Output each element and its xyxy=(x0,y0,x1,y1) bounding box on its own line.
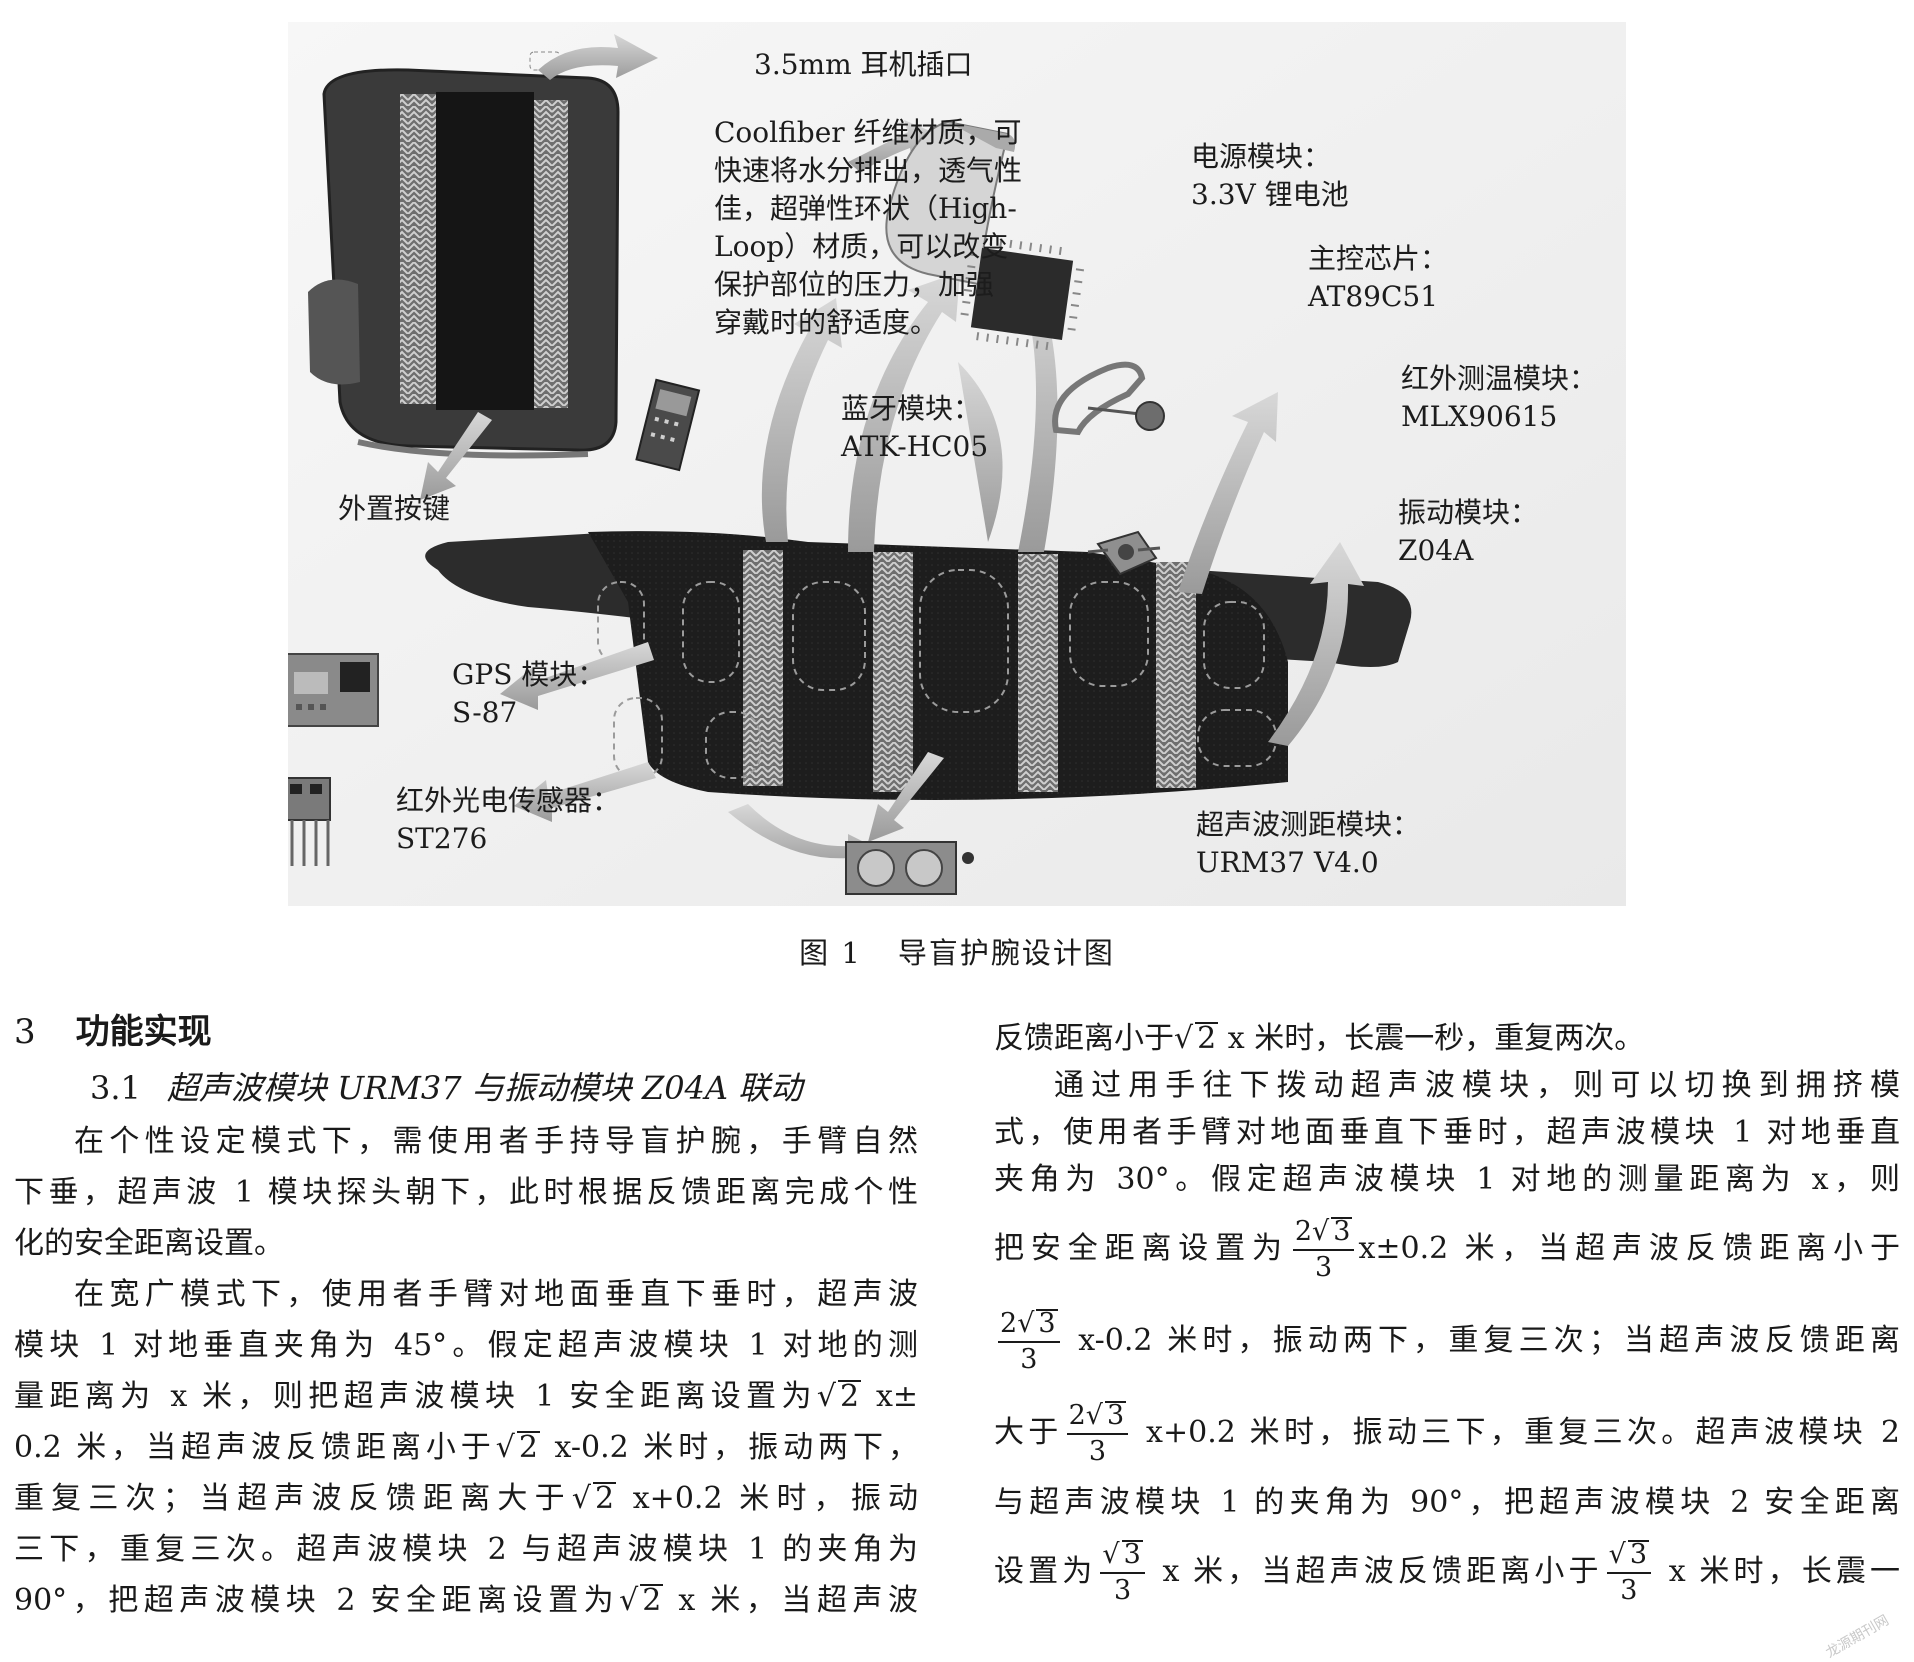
flow-arrows xyxy=(420,34,1364,872)
label-earphone-jack: 3.5mm 耳机插口 xyxy=(754,48,973,81)
paragraph-line: 与超声波模块 1 的夹角为 90°，把超声波模块 2 安全距离 xyxy=(994,1485,1900,1520)
paragraph-line: 在宽广模式下，使用者手臂对地面垂直下垂时，超声波 xyxy=(74,1277,918,1312)
figure-caption: 图 1 导盲护腕设计图 xyxy=(0,930,1914,972)
label-infrared-thermometer: 红外测温模块： MLX90615 xyxy=(1401,362,1598,433)
label-bluetooth-module: 蓝牙模块： ATK-HC05 xyxy=(841,392,989,463)
bluetooth-module-icon xyxy=(635,378,701,472)
label-coolfiber-material: Coolfiber 纤维材质，可 快速将水分排出，透气性 佳，超弹性环状（Hig… xyxy=(714,116,1023,339)
vibration-motor-icon xyxy=(1087,530,1161,576)
paragraph-line: 反馈距离小于√2 x 米时，长震一秒，重复两次。 xyxy=(994,1021,1645,1056)
paragraph-line: 90°，把超声波模块 2 安全距离设置为√2 x 米，当超声波 xyxy=(14,1583,918,1618)
figure-illustration xyxy=(288,22,1626,906)
ir-sensor-icon xyxy=(288,777,331,866)
label-vibration-module: 振动模块： Z04A xyxy=(1398,496,1539,567)
paragraph-line: 式，使用者手臂对地面垂直下垂时，超声波模块 1 对地垂直 xyxy=(994,1115,1900,1150)
paragraph-line: 通过用手往下拨动超声波模块，则可以切换到拥挤模 xyxy=(1054,1068,1900,1103)
label-gps-module: GPS 模块： S-87 xyxy=(452,658,606,729)
paragraph-line: 三下，重复三次。超声波模块 2 与超声波模块 1 的夹角为 xyxy=(14,1532,918,1567)
wrist-band-unfolded xyxy=(425,531,1412,800)
paragraph-line: 在个性设定模式下，需使用者手持导盲护腕，手臂自然 xyxy=(74,1124,918,1159)
wrist-guard-front-view xyxy=(308,51,620,459)
label-external-button: 外置按键 xyxy=(338,492,451,525)
paragraph-line: 模块 1 对地垂直夹角为 45°。假定超声波模块 1 对地的测 xyxy=(14,1328,918,1363)
ultrasonic-sensor-icon xyxy=(845,841,974,895)
mcu-chip-icon xyxy=(960,237,1085,351)
gps-module-icon xyxy=(288,653,379,727)
paragraph-line: 重复三次；当超声波反馈距离大于√2 x+0.2 米时，振动 xyxy=(14,1481,919,1516)
paragraph-line: 夹角为 30°。假定超声波模块 1 对地的测量距离为 x，则 xyxy=(994,1162,1900,1197)
figure-caption-number: 图 1 xyxy=(799,936,862,970)
figure-panel: 3.5mm 耳机插口 Coolfiber 纤维材质，可 快速将水分排出，透气性 … xyxy=(288,22,1626,906)
label-ultrasonic-module: 超声波测距模块： URM37 V4.0 xyxy=(1196,808,1421,879)
battery-module-icon xyxy=(885,120,1016,286)
figure-caption-text: 导盲护腕设计图 xyxy=(897,936,1115,970)
label-ir-sensor: 红外光电传感器： ST276 xyxy=(396,784,621,855)
label-mcu: 主控芯片： AT89C51 xyxy=(1308,242,1449,313)
paragraph-line: 化的安全距离设置。 xyxy=(14,1226,284,1261)
paragraph-line: 下垂，超声波 1 模块探头朝下，此时根据反馈距离完成个性 xyxy=(14,1175,918,1210)
paragraph-line: 0.2 米，当超声波反馈距离小于√2 x-0.2 米时，振动两下， xyxy=(14,1430,918,1465)
paragraph-line: 量距离为 x 米，则把超声波模块 1 安全距离设置为√2 x± xyxy=(14,1379,918,1414)
infrared-thermometer-icon xyxy=(1052,361,1165,436)
label-power-module: 电源模块： 3.3V 锂电池 xyxy=(1191,140,1349,211)
right-column: 反馈距离小于√2 x 米时，长震一秒，重复两次。 通过用手往下拨动超声波模块，则… xyxy=(994,1015,1900,1618)
